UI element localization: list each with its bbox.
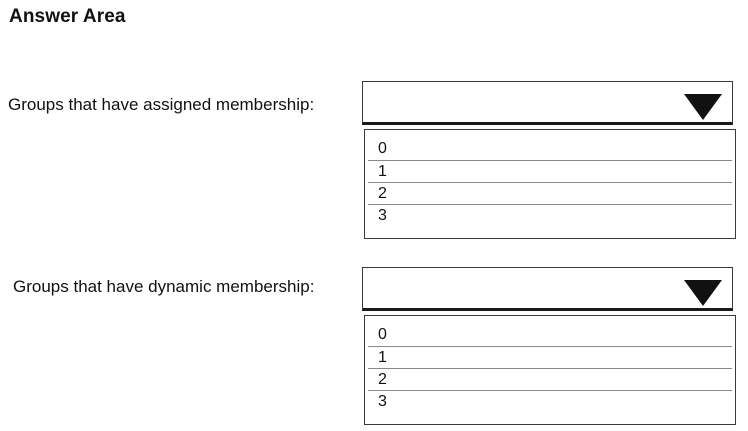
dynamic-membership-options: 0 1 2 3 xyxy=(364,315,736,425)
dynamic-membership-label: Groups that have dynamic membership: xyxy=(13,277,315,296)
answer-area-title: Answer Area xyxy=(9,6,126,27)
assigned-membership-label: Groups that have assigned membership: xyxy=(8,95,315,114)
option-0[interactable]: 0 xyxy=(378,140,387,157)
dynamic-membership-dropdown[interactable] xyxy=(362,267,733,311)
option-3[interactable]: 3 xyxy=(368,204,732,226)
option-2[interactable]: 2 xyxy=(368,368,732,390)
option-0[interactable]: 0 xyxy=(378,326,387,343)
option-2[interactable]: 2 xyxy=(368,182,732,204)
assigned-membership-dropdown[interactable] xyxy=(362,81,733,125)
option-3[interactable]: 3 xyxy=(368,390,732,412)
option-1[interactable]: 1 xyxy=(368,346,732,368)
triangle-down-icon xyxy=(684,94,722,120)
option-1[interactable]: 1 xyxy=(368,160,732,182)
assigned-membership-options: 0 1 2 3 xyxy=(364,129,736,239)
triangle-down-icon xyxy=(684,280,722,306)
